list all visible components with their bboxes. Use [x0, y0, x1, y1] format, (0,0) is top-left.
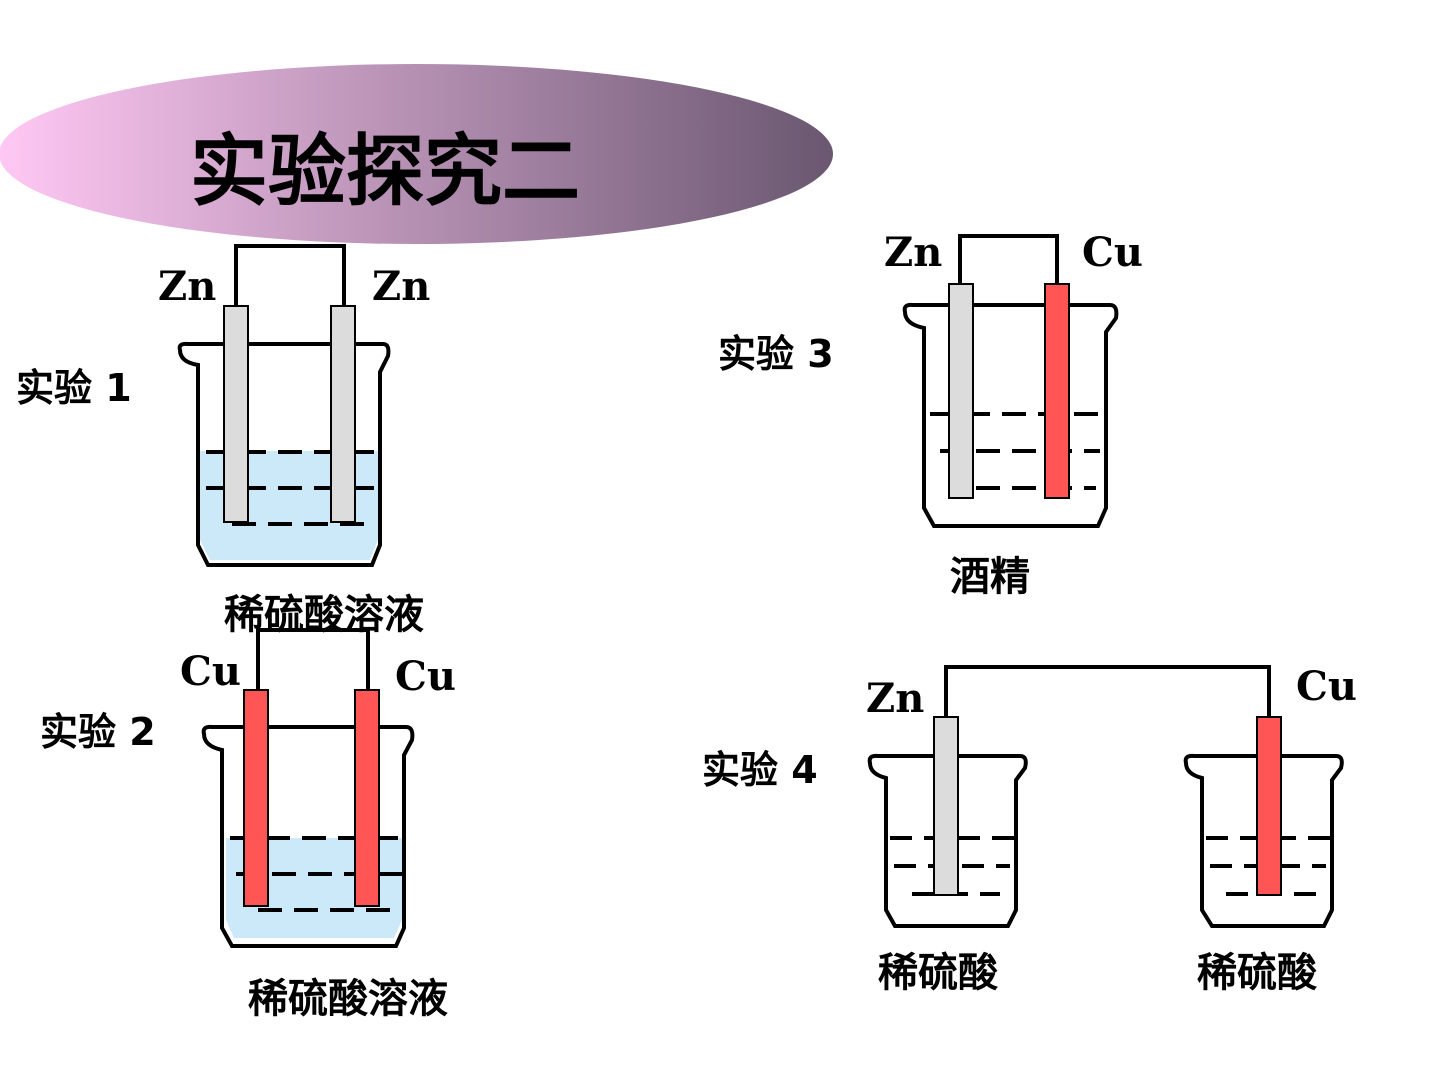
electrode-1-left-label: Zn — [158, 263, 216, 310]
electrode-2-left — [243, 689, 269, 907]
electrode-2-right — [354, 689, 380, 907]
electrode-1-right-label: Zn — [372, 263, 430, 310]
title-banner — [0, 64, 833, 244]
experiment-1: 实验 1 Zn Zn 稀硫酸溶液 — [16, 244, 430, 638]
experiment-2-solution-label: 稀硫酸溶液 — [248, 975, 448, 1022]
beaker-3 — [902, 302, 1119, 528]
electrode-1-left — [223, 305, 249, 523]
beaker-1 — [177, 341, 391, 567]
electrode-2-left-label: Cu — [180, 648, 241, 695]
beaker-4-right — [1183, 753, 1344, 928]
electrode-3-right — [1044, 283, 1070, 499]
electrode-4-left — [933, 716, 959, 896]
experiment-4-label: 实验 4 — [702, 748, 818, 792]
electrode-4-left-label: Zn — [866, 675, 924, 722]
beaker-4-left — [867, 753, 1028, 928]
electrode-4-right-label: Cu — [1296, 663, 1357, 710]
electrode-2-right-label: Cu — [395, 653, 456, 700]
liquid-level-lines — [206, 450, 378, 526]
electrode-4-right — [1256, 716, 1282, 896]
experiment-4-left-solution-label: 稀硫酸 — [878, 949, 999, 996]
page-title: 实验探究二 — [190, 126, 580, 217]
electrode-3-left-label: Zn — [884, 229, 942, 276]
experiment-2-label: 实验 2 — [40, 710, 156, 754]
electrode-1-right — [330, 305, 356, 523]
experiment-4-right-solution-label: 稀硫酸 — [1197, 949, 1318, 996]
liquid-level-lines — [930, 412, 1106, 490]
liquid-level-lines — [230, 836, 402, 912]
connecting-wire-4 — [944, 665, 1271, 717]
experiment-3: 实验 3 Zn Cu 酒精 — [718, 229, 1143, 600]
experiment-3-label: 实验 3 — [718, 332, 834, 376]
experiment-4: 实验 4 Zn Cu 稀硫酸 稀硫酸 — [702, 663, 1357, 996]
experiment-3-solution-label: 酒精 — [950, 553, 1030, 600]
electrode-3-right-label: Cu — [1082, 229, 1143, 276]
electrode-3-left — [948, 283, 974, 499]
experiment-1-label: 实验 1 — [16, 366, 132, 410]
experiment-2: 实验 2 Cu Cu 稀硫酸溶液 — [40, 628, 456, 1022]
connecting-wire-3 — [958, 234, 1059, 284]
connecting-wire-2 — [256, 628, 370, 690]
beaker-2 — [201, 724, 415, 948]
connecting-wire-1 — [234, 244, 346, 306]
